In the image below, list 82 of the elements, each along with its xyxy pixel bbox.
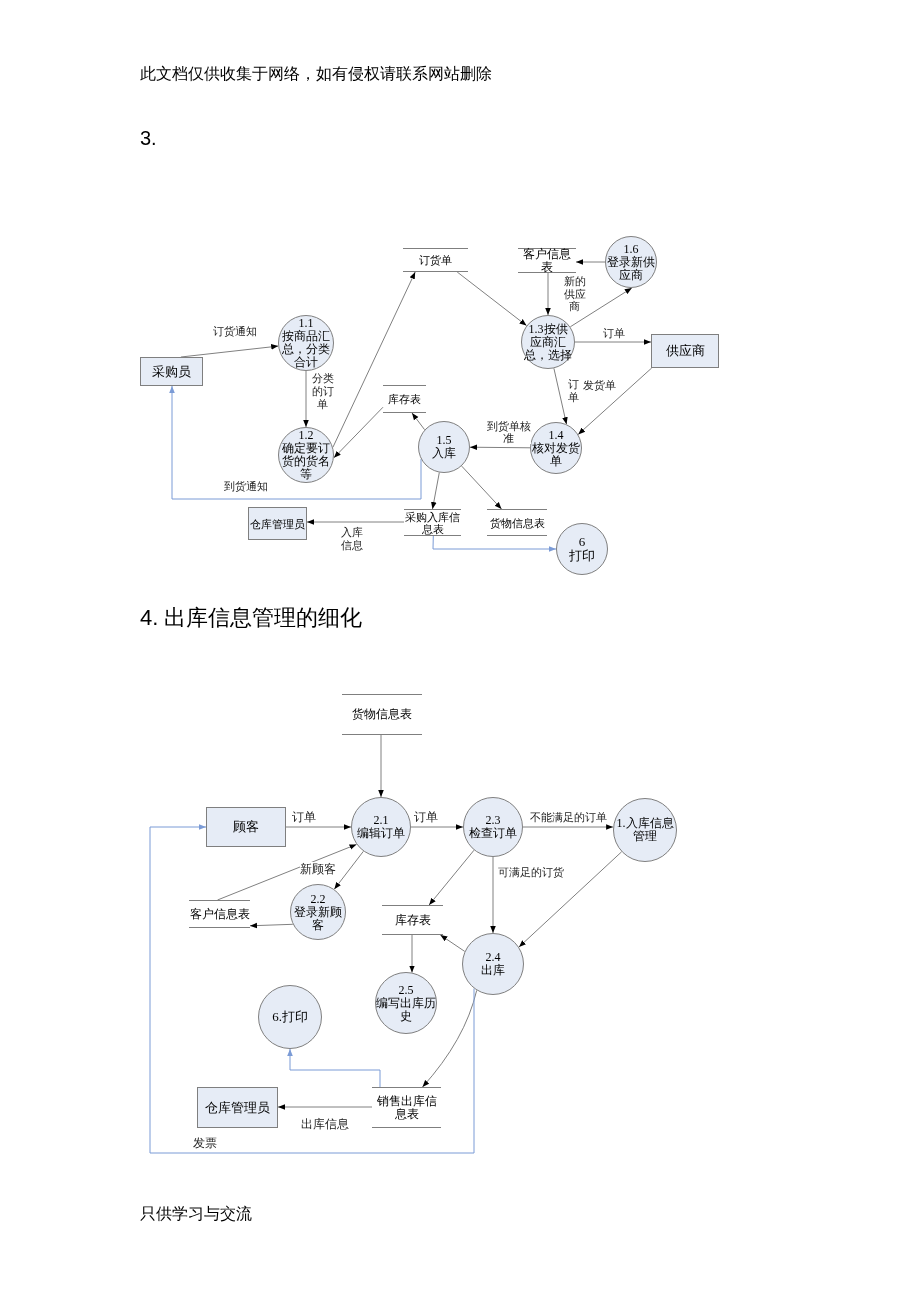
flow-arrow — [428, 849, 475, 906]
process-circle: 2.2 登录新顾客 — [290, 884, 346, 940]
flow-arrow — [332, 271, 416, 448]
edge-label: 订单 — [292, 810, 316, 824]
entity-box: 顾客 — [206, 807, 286, 847]
process-circle: 6 打印 — [556, 523, 608, 575]
entity-box: 仓库管理员 — [197, 1087, 278, 1128]
edge-label: 新的供应商 — [563, 275, 586, 313]
edge-label: 到货通知 — [224, 480, 268, 493]
flow-arrow — [149, 824, 475, 1154]
flow-arrow — [545, 272, 551, 316]
flow-arrow — [469, 444, 531, 451]
edge-label: 可满足的订货 — [498, 866, 564, 879]
edge-label: 订单 — [567, 378, 579, 404]
section-number: 3. — [140, 126, 157, 150]
flow-arrow — [169, 385, 422, 500]
flow-arrow — [333, 850, 364, 890]
edge-label: 新顾客 — [300, 862, 336, 876]
data-store: 货物信息表 — [487, 509, 547, 536]
flow-arrow — [432, 535, 557, 552]
flow-arrow — [378, 734, 384, 798]
process-circle: 6.打印 — [258, 985, 322, 1049]
process-circle: 1.入库信息管理 — [613, 798, 677, 862]
data-store: 客户信息表 — [518, 248, 576, 273]
entity-box: 采购员 — [140, 357, 203, 386]
edge-label: 入库信息 — [340, 526, 363, 552]
process-circle: 2.5 编写出库历史 — [375, 972, 437, 1034]
data-store: 货物信息表 — [342, 694, 422, 735]
process-circle: 2.1 编辑订单 — [351, 797, 411, 857]
flow-arrow — [249, 922, 294, 929]
flow-arrow — [409, 934, 415, 974]
flow-arrow — [180, 344, 279, 358]
flow-arrow — [569, 287, 633, 328]
flow-arrow — [575, 259, 606, 265]
process-circle: 2.3 检查订单 — [463, 797, 523, 857]
process-circle: 1.3按供应商汇总，选择 — [521, 315, 575, 369]
process-circle: 1.2 确定要订货的货名等 — [278, 427, 334, 483]
flow-arrow — [461, 465, 502, 510]
edge-label: 分类的订单 — [311, 372, 334, 411]
flow-arrow — [422, 989, 478, 1088]
data-store: 库存表 — [383, 385, 426, 413]
process-circle: 1.1 按商品汇总，分类合计 — [278, 315, 334, 371]
edge-label: 不能满足的订单 — [530, 811, 607, 824]
flow-arrow — [333, 406, 384, 459]
flow-arrow — [456, 271, 527, 327]
flow-arrow — [410, 824, 464, 830]
flow-arrow — [277, 1104, 373, 1110]
flow-arrow — [431, 472, 440, 510]
data-store: 销售出库信息表 — [372, 1087, 441, 1128]
edge-label: 订单 — [414, 810, 438, 824]
process-circle: 1.5 入库 — [418, 421, 470, 473]
flow-arrow — [518, 851, 623, 948]
flow-arrow — [439, 934, 466, 952]
data-store: 采购入库信息表 — [404, 509, 461, 536]
edge-label: 发票 — [193, 1136, 217, 1150]
data-store: 库存表 — [382, 905, 443, 935]
footer-note: 只供学习与交流 — [140, 1204, 252, 1224]
edge-label: 订货通知 — [213, 325, 257, 338]
flow-arrow — [303, 370, 309, 428]
section-heading: 4. 出库信息管理的细化 — [140, 605, 363, 631]
edge-label: 出库信息 — [301, 1117, 349, 1131]
edge-label: 发货单 — [583, 379, 616, 392]
header-note: 此文档仅供收集于网络，如有侵权请联系网站删除 — [140, 64, 492, 84]
flow-arrow — [411, 412, 426, 431]
process-circle: 1.4 核对发货单 — [530, 422, 582, 474]
edge-label: 订单 — [603, 327, 625, 340]
process-circle: 1.6 登录新供应商 — [605, 236, 657, 288]
flow-arrow — [287, 1048, 381, 1088]
process-circle: 2.4 出库 — [462, 933, 524, 995]
flow-arrow — [574, 339, 652, 345]
edge-label: 到货单核准 — [486, 420, 531, 444]
data-store: 客户信息表 — [189, 900, 250, 928]
flow-arrow — [306, 519, 405, 525]
flow-arrow — [217, 843, 357, 901]
flow-arrow — [285, 824, 352, 830]
flow-arrow — [553, 367, 568, 425]
flow-arrow — [577, 367, 653, 435]
flow-arrow — [522, 824, 614, 830]
data-store: 订货单 — [403, 248, 468, 272]
entity-box: 仓库管理员 — [248, 507, 307, 540]
entity-box: 供应商 — [651, 334, 719, 368]
flow-arrow — [490, 856, 496, 934]
